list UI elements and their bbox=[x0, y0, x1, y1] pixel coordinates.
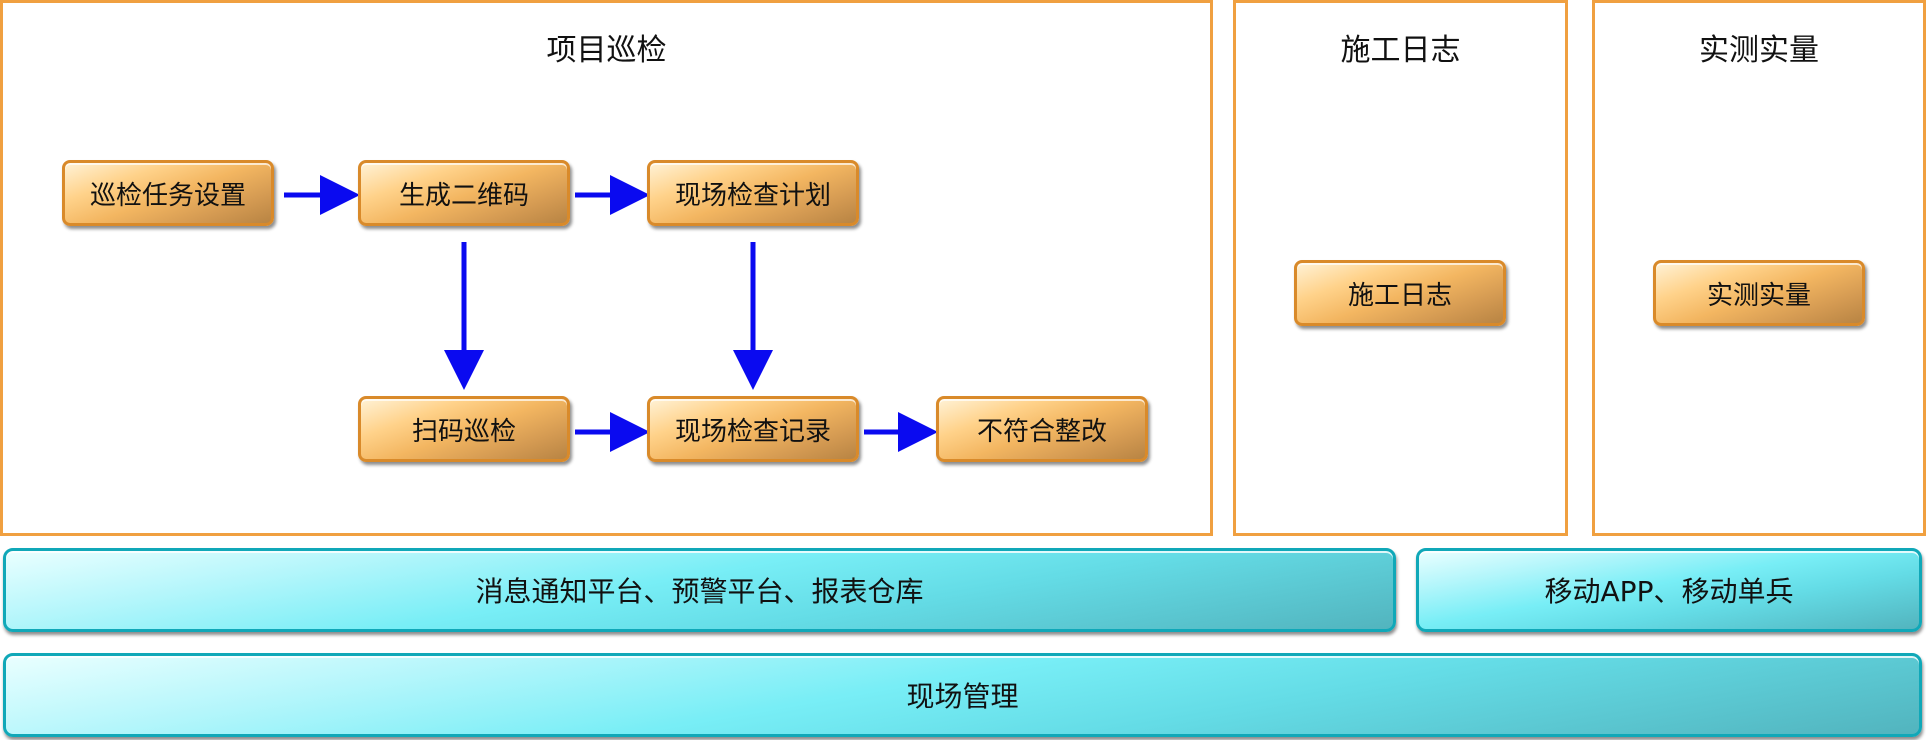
inspection-panel: 项目巡检 bbox=[0, 0, 1213, 536]
task-setup-label: 巡检任务设置 bbox=[89, 180, 246, 211]
construction-log-node[interactable]: 施工日志 bbox=[1294, 260, 1506, 326]
site-plan-label: 现场检查计划 bbox=[674, 180, 831, 211]
rectify-label: 不符合整改 bbox=[976, 416, 1107, 447]
measurement-panel-title: 实测实量 bbox=[1699, 33, 1819, 68]
measurement-label: 实测实量 bbox=[1706, 280, 1811, 311]
mobile-bar-label: 移动APP、移动单兵 bbox=[1544, 575, 1794, 608]
measurement-node[interactable]: 实测实量 bbox=[1653, 260, 1865, 326]
construction-log-label: 施工日志 bbox=[1347, 280, 1452, 311]
platform-bar-label: 消息通知平台、预警平台、报表仓库 bbox=[475, 575, 924, 608]
generate-qr-label: 生成二维码 bbox=[398, 180, 529, 211]
rectify-node[interactable]: 不符合整改 bbox=[936, 396, 1148, 462]
inspection-panel-title: 项目巡检 bbox=[546, 33, 667, 68]
scan-inspect-label: 扫码巡检 bbox=[411, 416, 516, 447]
scan-inspect-node[interactable]: 扫码巡检 bbox=[358, 396, 570, 462]
platform-bar[interactable]: 消息通知平台、预警平台、报表仓库 bbox=[3, 548, 1396, 632]
site-record-node[interactable]: 现场检查记录 bbox=[647, 396, 859, 462]
site-record-label: 现场检查记录 bbox=[674, 416, 831, 447]
mobile-bar[interactable]: 移动APP、移动单兵 bbox=[1416, 548, 1922, 632]
construction-log-panel-title: 施工日志 bbox=[1340, 33, 1461, 68]
site-management-bar[interactable]: 现场管理 bbox=[3, 653, 1922, 737]
task-setup-node[interactable]: 巡检任务设置 bbox=[62, 160, 274, 226]
site-management-bar-label: 现场管理 bbox=[906, 680, 1019, 713]
generate-qr-node[interactable]: 生成二维码 bbox=[358, 160, 570, 226]
site-plan-node[interactable]: 现场检查计划 bbox=[647, 160, 859, 226]
